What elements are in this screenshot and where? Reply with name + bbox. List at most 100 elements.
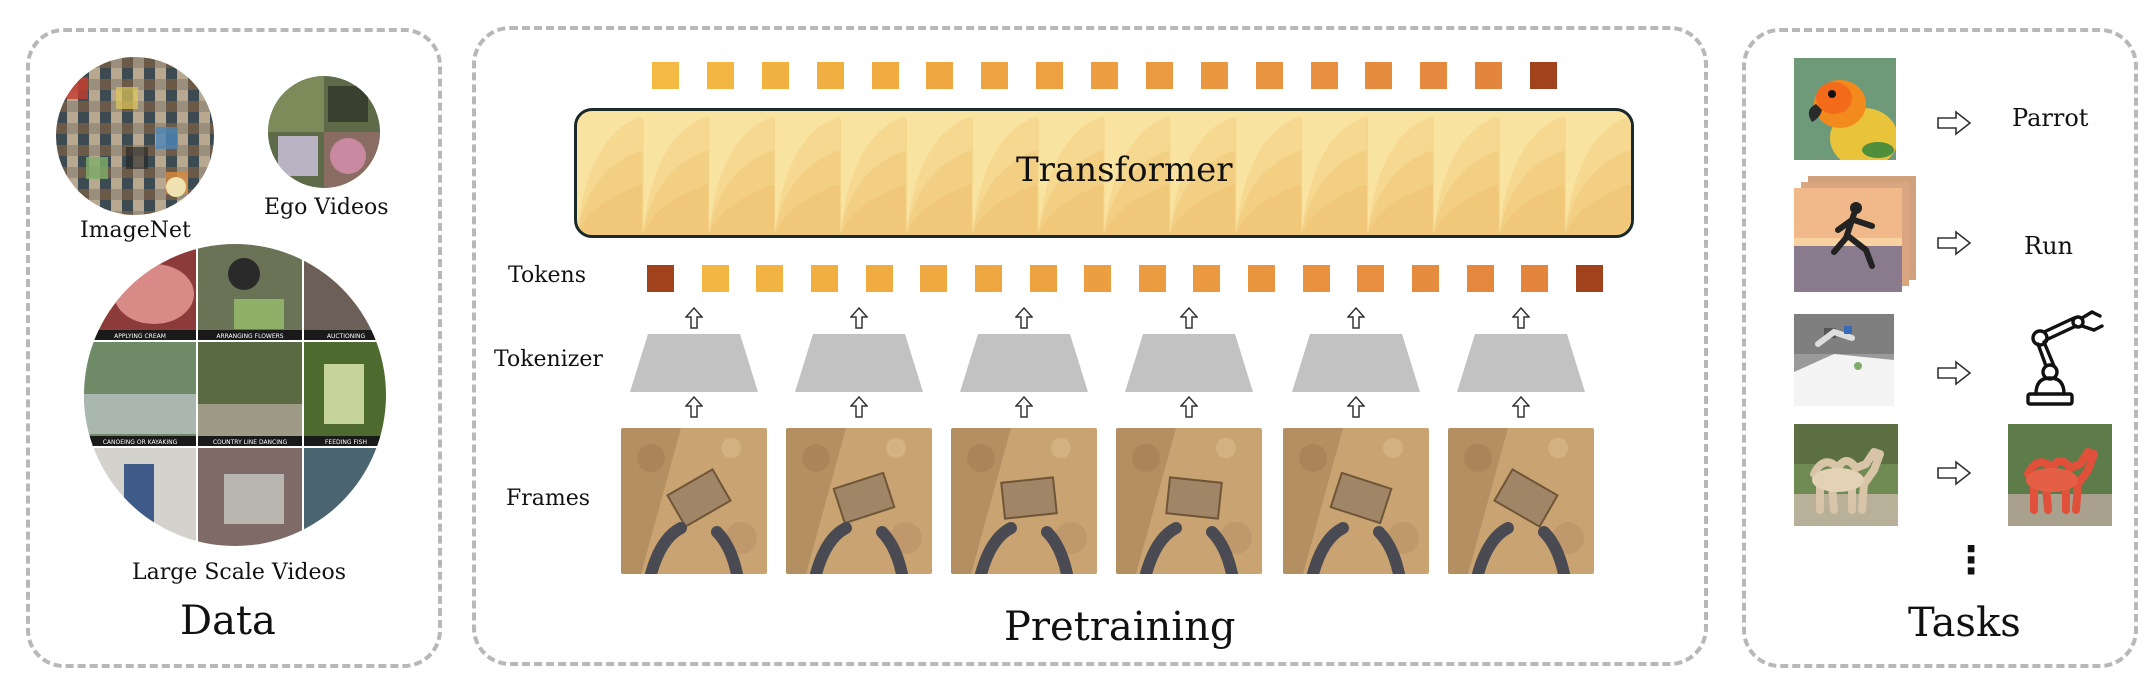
frames-row-label: Frames [506, 486, 591, 511]
video-caption: AUCTIONING [327, 333, 366, 340]
attention-shade [642, 117, 709, 235]
token-square [1530, 62, 1557, 89]
robot-scene-image [1794, 314, 1894, 406]
attention-shade [577, 151, 643, 235]
attention-shade [1104, 117, 1170, 235]
attention-shade [1104, 151, 1170, 235]
attention-shade [972, 117, 1039, 235]
attention-shade [1038, 185, 1104, 235]
attention-shade [1367, 151, 1434, 235]
token-square [652, 62, 679, 89]
attention-shade [1301, 117, 1368, 235]
token-square [974, 265, 1002, 292]
attention-shade [774, 185, 841, 235]
attention-shade [1235, 117, 1302, 235]
attention-shade [1499, 117, 1566, 235]
token-square [1091, 62, 1118, 89]
attention-shade [708, 151, 775, 235]
imagenet-label: ImageNet [80, 218, 191, 243]
attention-shade [1301, 151, 1368, 235]
attention-shade [642, 185, 709, 235]
token-square [1365, 62, 1393, 89]
tokenizer-row-label: Tokenizer [494, 347, 603, 372]
attention-shade [577, 185, 643, 235]
up-arrow-icon [1014, 306, 1034, 333]
up-arrow-icon [684, 306, 704, 333]
attention-shade [840, 117, 907, 235]
up-arrow-icon [1014, 395, 1034, 422]
large-scale-videos-label: Large Scale Videos [132, 560, 347, 585]
video-frame [1448, 428, 1594, 574]
token-square [871, 62, 899, 89]
attention-shade [708, 185, 775, 235]
tokenizer-block [630, 334, 758, 396]
token-square [1521, 265, 1549, 292]
video-frame [951, 428, 1097, 574]
video-caption: APPLYING CREAM [114, 333, 166, 340]
up-arrow-icon [1179, 395, 1199, 422]
attention-shade [708, 117, 775, 235]
up-arrow-icon [1511, 395, 1531, 422]
token-square [761, 62, 789, 89]
attention-shade [642, 151, 709, 235]
token-square [1255, 62, 1283, 89]
arrow-right-icon [1936, 460, 1972, 490]
video-caption: COUNTRY LINE DANCING [213, 439, 288, 446]
video-frame [1116, 428, 1262, 574]
attention-shade [1433, 151, 1500, 235]
token-square [1084, 265, 1112, 292]
token-square [816, 62, 844, 89]
up-arrow-icon [1511, 306, 1531, 333]
up-arrow-icon [684, 395, 704, 422]
token-square [1357, 265, 1385, 292]
attention-shade [1433, 185, 1500, 235]
tokenizer-block [1457, 334, 1585, 396]
data-panel [26, 28, 442, 668]
attention-shade [774, 151, 841, 235]
parrot-image [1794, 58, 1896, 160]
attention-shade [906, 185, 973, 235]
token-square [1248, 265, 1276, 292]
attention-shade [1565, 151, 1631, 235]
ego-videos-label: Ego Videos [264, 195, 389, 220]
robot-arm-icon [2014, 308, 2106, 412]
arrow-right-icon [1936, 110, 1972, 140]
attention-shade [1565, 185, 1631, 235]
token-square [1310, 62, 1338, 89]
tokenizer-block [1292, 334, 1420, 396]
attention-shade [1235, 151, 1302, 235]
tokenizer-block [1125, 334, 1253, 396]
token-square [1193, 265, 1221, 292]
tasks-panel [1742, 28, 2138, 668]
task-output-parrot: Parrot [2012, 104, 2089, 132]
token-square [647, 265, 674, 292]
token-square [706, 62, 734, 89]
video-caption: FEEDING FISH [325, 439, 367, 446]
up-arrow-icon [1179, 306, 1199, 333]
up-arrow-icon [1346, 395, 1366, 422]
attention-shade [1038, 117, 1104, 235]
attention-shade [1565, 117, 1631, 235]
token-square [1036, 62, 1064, 89]
token-square [1412, 265, 1440, 292]
attention-shade [1433, 117, 1500, 235]
attention-shade [906, 117, 973, 235]
token-square [1475, 62, 1503, 89]
pretraining-panel [472, 26, 1708, 666]
token-square [920, 265, 948, 292]
attention-shade [774, 117, 841, 235]
tasks-panel-title: Tasks [1908, 600, 2021, 646]
token-square [810, 265, 838, 292]
attention-shade [840, 185, 907, 235]
attention-shade [1235, 185, 1302, 235]
task-output-run: Run [2024, 232, 2073, 260]
token-square [1302, 265, 1330, 292]
attention-shade [1499, 151, 1566, 235]
token-square [1466, 265, 1494, 292]
attention-shade [1104, 185, 1170, 235]
up-arrow-icon [1346, 306, 1366, 333]
up-arrow-icon [849, 395, 869, 422]
attention-shade [1499, 185, 1566, 235]
video-caption: CANOEING OR KAYAKING [103, 439, 178, 446]
token-square [926, 62, 954, 89]
